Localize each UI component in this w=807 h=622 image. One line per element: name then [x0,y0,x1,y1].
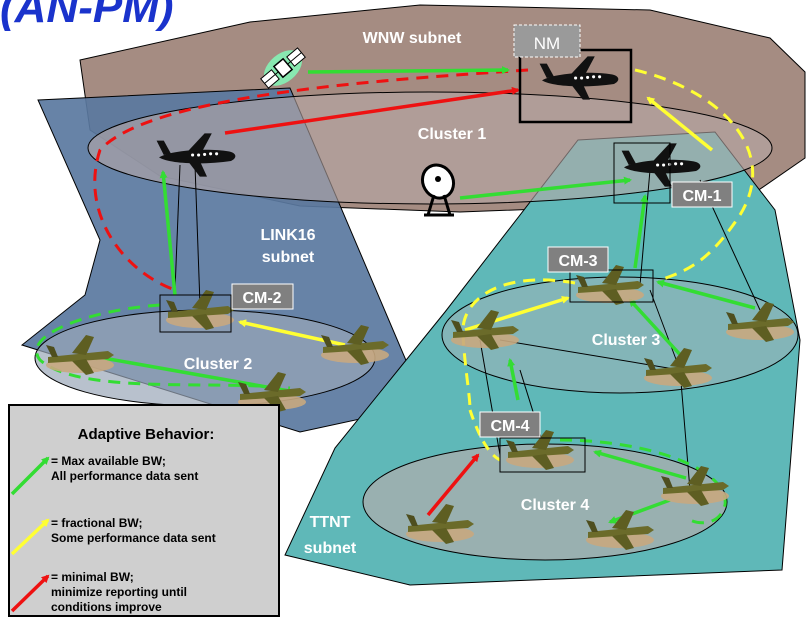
legend-swatches [10,456,50,613]
legend-green-line1: = Max available BW; [51,454,166,468]
legend-title: Adaptive Behavior: [77,426,215,443]
legend-red-line2: minimize reporting until [51,585,188,599]
nm-label: NM [534,34,560,53]
ttnt-subnet-label-line1: TTNT [310,514,351,531]
cm4-fighter-box [499,437,586,473]
cluster-2-label: Cluster 2 [184,356,253,373]
cluster-4-label: Cluster 4 [521,497,590,514]
green-arrows [90,66,756,524]
red-arrows [224,86,520,517]
nm-label-box [513,24,581,58]
cm4-label: CM-4 [490,418,529,435]
link16-subnet-label-line2: subnet [262,249,315,266]
legend-yellow-line1: = fractional BW; [51,516,143,530]
green-dashed-loop-cluster4 [559,438,727,525]
cm2-label: CM-2 [242,290,281,307]
wnw-subnet-label: WNW subnet [363,30,462,47]
cluster-1-label: Cluster 1 [418,126,487,143]
link16-subnet-label-line1: LINK16 [260,227,315,244]
legend-box: Adaptive Behavior: = Max available BW; A… [8,404,280,617]
cm3-label: CM-3 [558,253,597,270]
cm2-label-box [231,283,294,310]
yellow-dashed-arc-cluster4 [468,409,501,462]
red-dashed-loop [93,68,529,292]
cm4-label-box [479,411,541,438]
yellow-dashed-loop-cluster1 [634,68,754,282]
legend-green-line2: All performance data sent [51,469,199,483]
yellow-dashed-loop-cluster3 [461,278,576,411]
legend-yellow-line2: Some performance data sent [51,531,216,545]
cm1-label-box [671,181,733,208]
cluster-3-ellipse [441,276,799,394]
cm1-label: CM-1 [682,188,721,205]
ttnt-subnet-label-line2: subnet [304,540,357,557]
satellite-dish-icon [420,163,456,217]
satellite-icon [260,47,306,89]
legend-green-arrow [10,456,50,496]
legend-red-arrow [10,574,50,613]
green-dashed-loop-cluster2 [35,303,291,390]
cm1-aircraft-box [613,142,671,204]
legend-yellow-arrow [10,518,50,556]
page-title-fragment: (AN-PM) [0,0,174,32]
cm2-fighter-box [159,294,232,333]
legend-red-line3: conditions improve [51,600,162,614]
cm3-label-box [547,246,609,273]
cm3-fighter-box [569,269,654,303]
legend-red-line1: = minimal BW; [51,570,134,584]
cluster-3-label: Cluster 3 [592,332,661,349]
